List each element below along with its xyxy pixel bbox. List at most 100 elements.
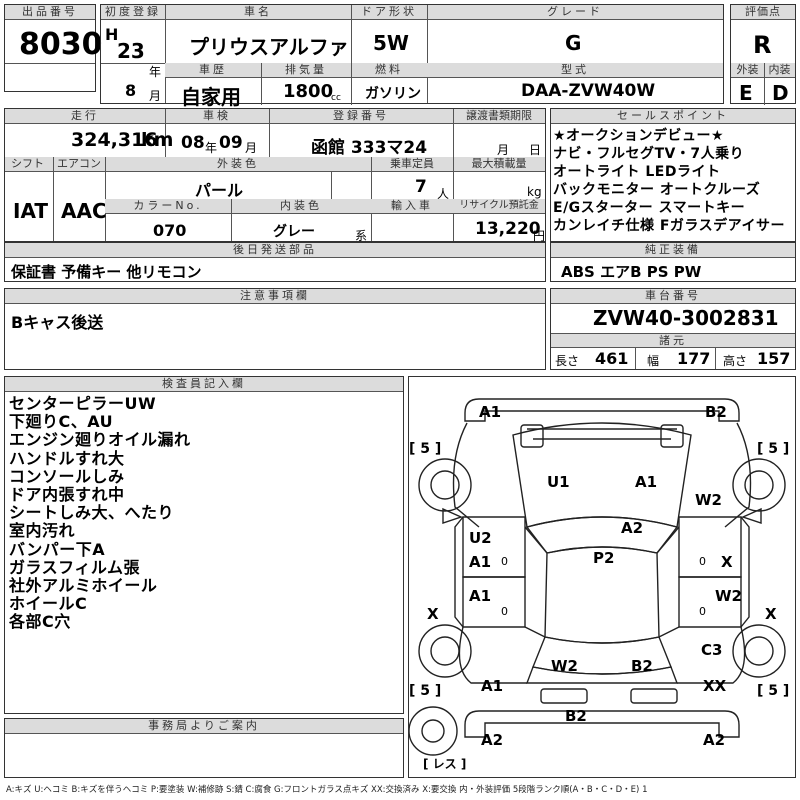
inspector-line: ドア内張すれ中 — [9, 484, 125, 504]
mark: A1 — [469, 587, 492, 605]
mileage-unit: km — [141, 129, 174, 151]
mark: C3 — [701, 641, 723, 659]
wheel-rr — [732, 624, 786, 678]
length-value: 461 — [595, 349, 629, 368]
notes-value: Bキャス後送 — [11, 313, 104, 332]
aircon-label: エアコン — [53, 157, 105, 172]
height-label: 高さ — [723, 354, 748, 368]
shift-label: シフト — [5, 157, 53, 172]
mark-zero: 0 — [501, 555, 508, 568]
mark: X — [721, 553, 733, 571]
damage-diagram-box: A1 B2 [ 5 ] [ 5 ] U1 A1 W2 A2 U2 A1 0 P2… — [408, 376, 796, 778]
inspection-label: 車検 — [165, 109, 269, 124]
mileage-label: 走行 — [5, 109, 165, 124]
capacity-value: 7 — [415, 177, 427, 197]
lot-box: 出品番号 8030 — [4, 4, 103, 92]
standard-equip-box: 純正装備 ABS エアB PS PW — [550, 242, 796, 282]
inspector-line: 社外アルミホイール — [9, 575, 158, 595]
width-label: 幅 — [647, 354, 660, 368]
first-reg-year-unit: 年 — [149, 65, 162, 79]
ext-score-label: 外装 — [731, 63, 764, 78]
spare-tire-mark: [ レス ] — [423, 757, 467, 771]
model-code-label: 型式 — [427, 63, 723, 78]
mark: U2 — [469, 529, 492, 547]
mark: B2 — [631, 657, 653, 675]
transfer-label: 譲渡書類期限 — [453, 109, 545, 124]
first-reg-era: H — [105, 25, 119, 44]
chassis-value: ZVW40-3002831 — [593, 306, 779, 330]
notes-box: 注意事項欄 Bキャス後送 — [4, 288, 546, 370]
sales-point-line: バックモニター オートクルーズ — [553, 182, 761, 198]
mark-zero: 0 — [501, 605, 508, 618]
height-value: 157 — [757, 349, 791, 368]
rear-hatch — [525, 666, 679, 684]
office-box: 事務局よりご案内 — [4, 718, 404, 778]
recycle-label: リサイクル預託金 — [453, 199, 545, 214]
int-color-unit: 系 — [355, 229, 368, 243]
inspector-line: バンパー下A — [9, 539, 106, 559]
int-color-value: グレー — [273, 224, 315, 240]
width-value: 177 — [677, 349, 711, 368]
ext-color-label: 外装色 — [105, 157, 371, 172]
notes-label: 注意事項欄 — [5, 289, 545, 304]
shift-value: IAT — [13, 199, 49, 223]
sales-point-line: ナビ・フルセグTV・7人乗り — [553, 146, 745, 162]
plate-label: 登録番号 — [269, 109, 453, 124]
mark: W2 — [551, 657, 578, 675]
mark: U1 — [547, 473, 570, 491]
inspection-month: 09 — [219, 133, 243, 153]
ext-color-value: パール — [195, 181, 244, 200]
mark: XX — [703, 677, 727, 695]
door-label: ドア形状 — [351, 5, 427, 20]
mark: X — [427, 605, 439, 623]
ext-score-value: E — [739, 81, 753, 105]
int-score-value: D — [772, 81, 789, 105]
front-grille — [527, 428, 677, 440]
rear-lamp-left — [540, 688, 588, 704]
first-reg-month: 8 — [125, 81, 137, 100]
later-parts-label: 後日発送部品 — [5, 243, 545, 258]
grade-label: グレード — [427, 5, 723, 20]
sales-point-line: ★オークションデビュー★ — [553, 128, 725, 144]
office-label: 事務局よりご案内 — [5, 719, 403, 734]
color-no-value: 070 — [153, 221, 187, 240]
sales-points-list: ★オークションデビュー★ ナビ・フルセグTV・7人乗り オートライト LEDライ… — [553, 127, 795, 235]
inspector-line: ハンドルすれ大 — [9, 448, 125, 468]
grade-value: G — [565, 31, 582, 55]
recycle-value: 13,220 — [475, 219, 541, 239]
sales-points-label: セールスポイント — [551, 109, 795, 124]
mark: A2 — [621, 519, 644, 537]
mileage-value: 324,316 — [71, 129, 158, 151]
inspector-line: 各部C穴 — [9, 612, 71, 632]
length-label: 長さ — [555, 354, 580, 368]
mark: A1 — [481, 677, 504, 695]
fuel-value: ガソリン — [365, 86, 421, 102]
score-box: 評価点 R 外装 内装 E D — [730, 4, 796, 105]
car-name: プリウスアルファ — [189, 35, 349, 59]
rear-bumper — [464, 710, 740, 738]
plate-value: 函館 333マ24 — [311, 138, 428, 158]
chassis-box: 車台番号 ZVW40-3002831 諸元 長さ 461 幅 177 高さ 15… — [550, 288, 796, 370]
inspection-month-unit: 月 — [245, 141, 258, 155]
inspector-line: ホイールC — [9, 594, 88, 614]
aircon-value: AAC — [61, 199, 107, 223]
first-reg-label: 初度登録 — [101, 5, 165, 20]
inspector-list: センターピラーUW 下廻りC、AU エンジン廻りオイル漏れ ハンドルすれ大 コン… — [9, 394, 399, 632]
first-reg-year: 23 — [117, 39, 145, 63]
door-value: 5W — [373, 31, 409, 55]
car-diagram — [409, 398, 786, 756]
displacement-unit: cc — [331, 93, 341, 103]
mark-zero: 0 — [699, 555, 706, 568]
import-label: 輸入車 — [371, 199, 453, 214]
vehicle-header-box: 初度登録 車名 ドア形状 グレード H 23 年 8 月 プリウスアルファ 5W… — [100, 4, 724, 109]
history-value: 自家用 — [181, 85, 241, 109]
mark-zero: 0 — [699, 605, 706, 618]
inspector-line: 下廻りC、AU — [9, 412, 114, 432]
displacement-value: 1800 — [283, 81, 334, 102]
front-right-fender — [724, 422, 752, 528]
mark: B2 — [705, 403, 727, 421]
dims-label: 諸元 — [551, 333, 795, 348]
mark: W2 — [695, 491, 722, 509]
inspector-label: 検査員記入欄 — [5, 377, 403, 392]
standard-equip-label: 純正装備 — [551, 243, 795, 258]
